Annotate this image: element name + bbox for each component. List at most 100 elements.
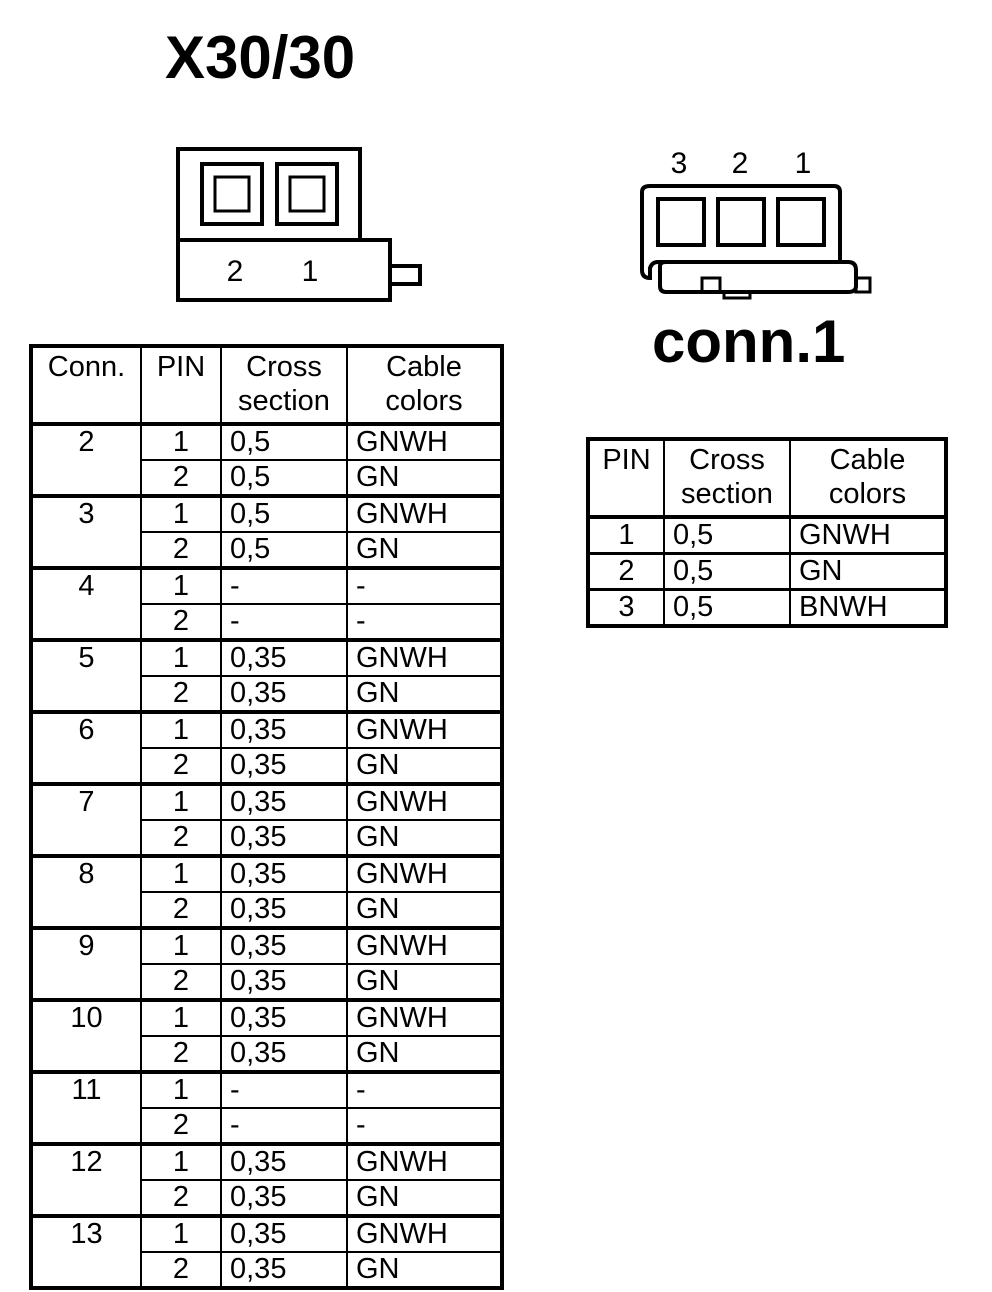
pin-cell: 1 xyxy=(140,711,222,749)
cable-color-cell: GNWH xyxy=(346,1143,503,1181)
cable-color-cell: GNWH xyxy=(346,423,503,461)
pin-cell: 1 xyxy=(140,1215,222,1253)
conn-number-cell: 3 xyxy=(30,495,142,570)
conn-number-cell: 9 xyxy=(30,927,142,1002)
conn-number-cell: 10 xyxy=(30,999,142,1074)
cable-color-cell: GN xyxy=(346,1251,503,1290)
header-cross-section: Cross section xyxy=(220,345,348,426)
pin-cell: 2 xyxy=(140,531,222,570)
cable-color-cell: GN xyxy=(789,552,947,591)
pin-cell: 2 xyxy=(140,819,222,858)
cross-section-cell: 0,35 xyxy=(220,963,348,1002)
pin-cell: 2 xyxy=(140,1035,222,1074)
pin-cell: 1 xyxy=(140,855,222,893)
cross-section-cell: 0,35 xyxy=(220,1179,348,1218)
table-header-row: Conn. PIN Cross section Cable colors xyxy=(30,345,503,426)
pin-cell: 1 xyxy=(140,1071,222,1109)
cross-section-cell: 0,5 xyxy=(220,531,348,570)
conn1-cavity-2 xyxy=(716,197,766,247)
cross-section-cell: 0,5 xyxy=(220,495,348,533)
cross-section-cell: 0,35 xyxy=(220,783,348,821)
cable-color-cell: GNWH xyxy=(346,855,503,893)
pin-cell: 1 xyxy=(140,423,222,461)
conn1-pin-label-2: 2 xyxy=(731,147,749,180)
cross-section-cell: - xyxy=(220,1107,348,1146)
cable-color-cell: GN xyxy=(346,963,503,1002)
conn-number-cell: 7 xyxy=(30,783,142,858)
cable-color-cell: GNWH xyxy=(346,495,503,533)
cable-color-cell: GN xyxy=(346,1035,503,1074)
pin-cell: 1 xyxy=(140,1143,222,1181)
pin-cell: 3 xyxy=(587,588,665,628)
table-row: 2-- xyxy=(31,1107,503,1146)
table-header-row: PIN Cross section Cable colors xyxy=(587,438,947,519)
cross-section-cell: 0,35 xyxy=(220,675,348,714)
header-pin: PIN xyxy=(587,438,665,519)
cable-color-cell: - xyxy=(346,603,503,642)
cross-section-cell: 0,5 xyxy=(663,552,791,591)
conn-number-cell: 2 xyxy=(30,423,142,498)
conn-number-cell: 8 xyxy=(30,855,142,930)
conn-number-cell: 13 xyxy=(30,1215,142,1290)
cross-section-cell: 0,35 xyxy=(220,891,348,930)
pin-cell: 2 xyxy=(140,675,222,714)
cross-section-cell: - xyxy=(220,567,348,605)
cable-color-cell: - xyxy=(346,1071,503,1109)
x30-title: X30/30 xyxy=(165,24,356,91)
cross-section-cell: 0,35 xyxy=(220,747,348,786)
cross-section-cell: 0,35 xyxy=(220,1215,348,1253)
cross-section-cell: 0,5 xyxy=(663,588,791,628)
pin-cell: 2 xyxy=(140,603,222,642)
cross-section-cell: 0,35 xyxy=(220,1035,348,1074)
cross-section-cell: 0,5 xyxy=(663,516,791,555)
cross-section-cell: 0,35 xyxy=(220,855,348,893)
cross-section-cell: 0,35 xyxy=(220,819,348,858)
cable-color-cell: GN xyxy=(346,531,503,570)
pin-cell: 2 xyxy=(140,963,222,1002)
cross-section-cell: 0,5 xyxy=(220,459,348,498)
cross-section-cell: 0,35 xyxy=(220,927,348,965)
cable-color-cell: GN xyxy=(346,747,503,786)
cable-color-cell: GN xyxy=(346,819,503,858)
cable-color-cell: GNWH xyxy=(346,711,503,749)
pin-cell: 2 xyxy=(140,891,222,930)
pin-cell: 2 xyxy=(140,1251,222,1290)
pin-cell: 1 xyxy=(140,567,222,605)
pin-cell: 1 xyxy=(140,783,222,821)
conn1-title: conn.1 xyxy=(652,308,846,375)
x30-pin-label-2: 2 xyxy=(226,255,244,288)
header-cable-colors: Cable colors xyxy=(346,345,503,426)
pin-cell: 1 xyxy=(140,639,222,677)
table-row: 2-- xyxy=(31,603,503,642)
cross-section-cell: 0,35 xyxy=(220,639,348,677)
cable-color-cell: - xyxy=(346,567,503,605)
conn-number-cell: 4 xyxy=(30,567,142,642)
cable-color-cell: GNWH xyxy=(346,783,503,821)
conn1-cavity-3 xyxy=(656,197,706,247)
cross-section-cell: - xyxy=(220,1071,348,1109)
header-conn: Conn. xyxy=(30,345,142,426)
pin-cell: 2 xyxy=(140,747,222,786)
pin-cell: 1 xyxy=(587,516,665,555)
cable-color-cell: GNWH xyxy=(346,639,503,677)
cable-color-cell: GN xyxy=(346,675,503,714)
pin-cell: 2 xyxy=(140,459,222,498)
